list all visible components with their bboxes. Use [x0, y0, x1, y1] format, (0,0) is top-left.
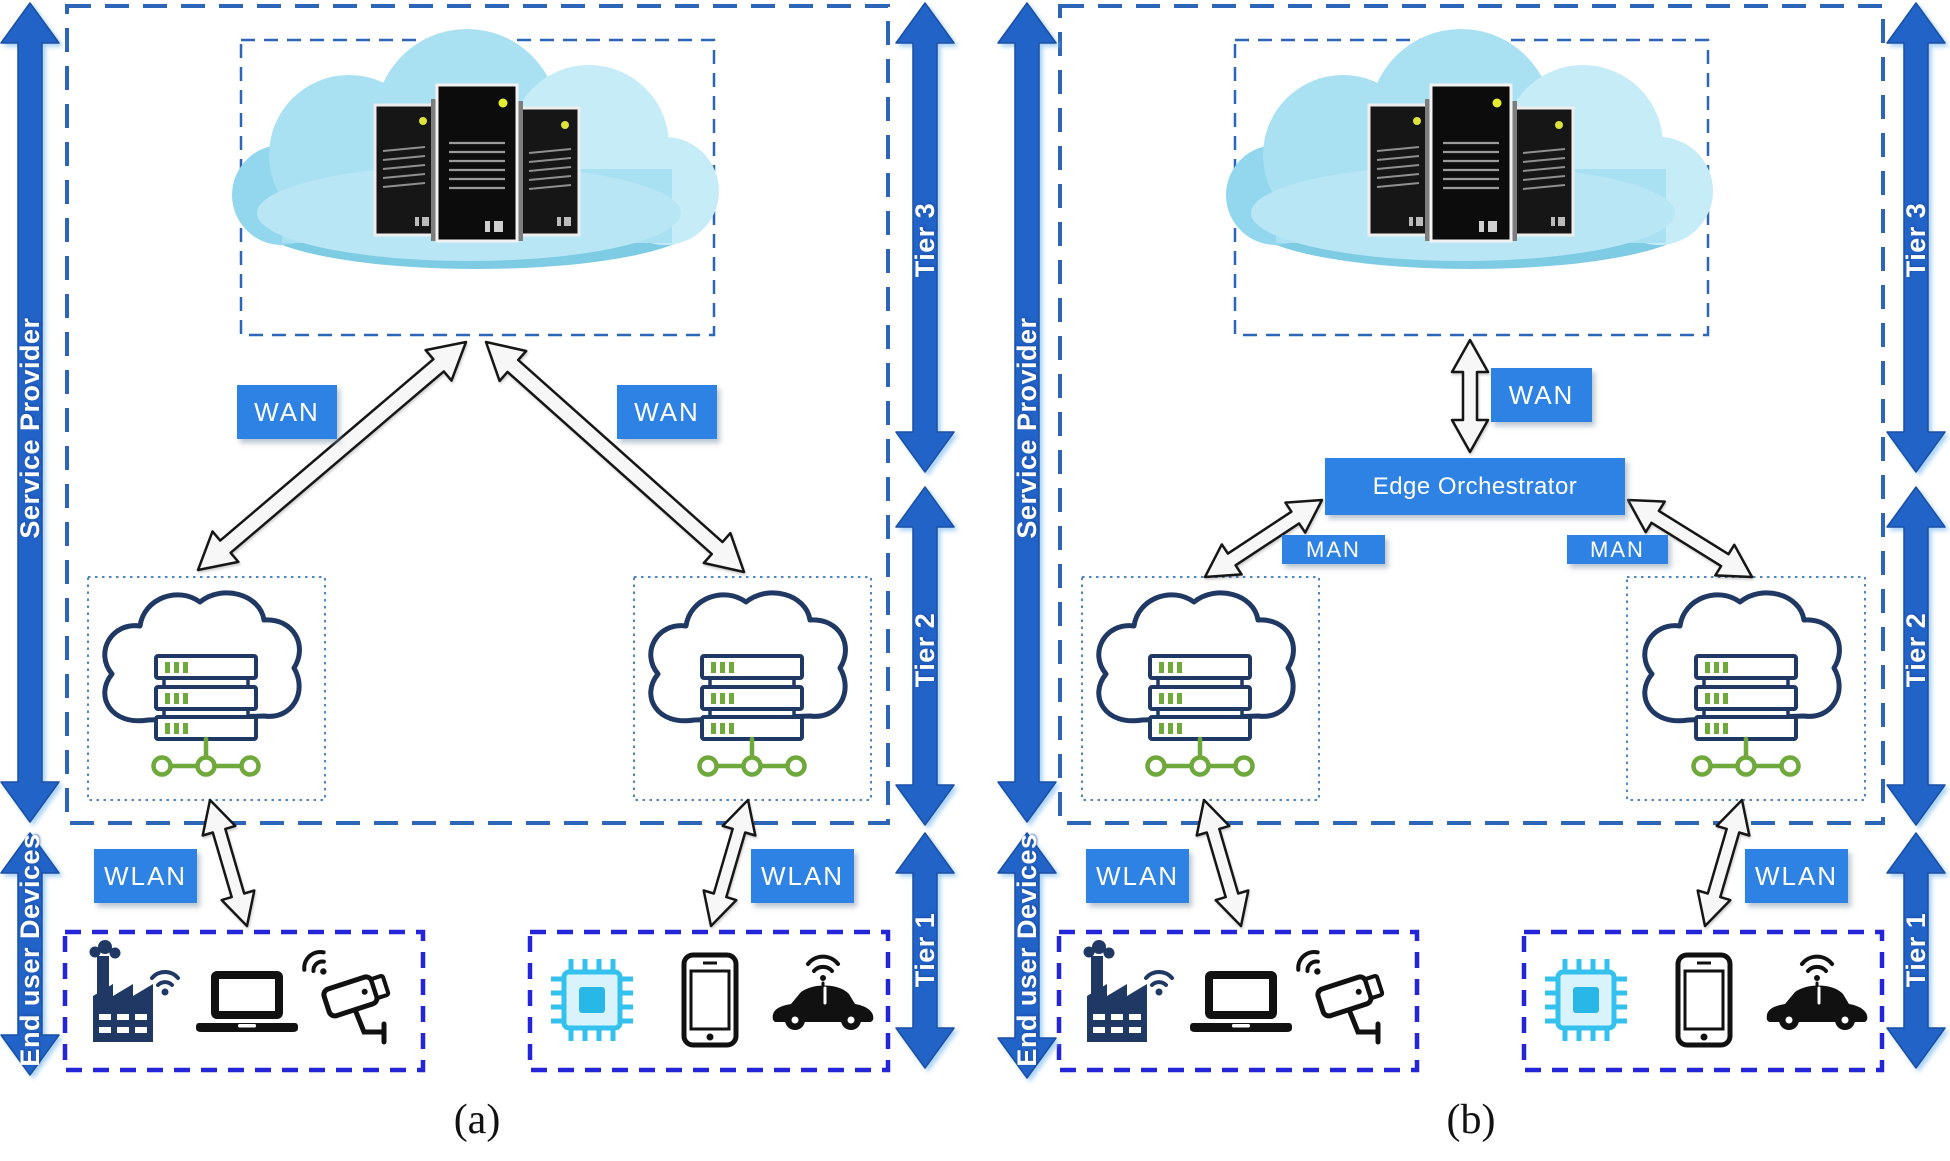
- wan-link-a-right: [484, 340, 746, 574]
- laptop-icon-a: [196, 971, 298, 1032]
- end-user-devices-arrow-b: [997, 832, 1057, 1079]
- service-provider-arrow-b: [997, 2, 1057, 823]
- end-user-devices-label-a: End user Devices: [14, 833, 45, 1067]
- cctv-camera-icon-b: [1294, 947, 1384, 1042]
- tier1-devices-box-b-right: [1521, 929, 1885, 1073]
- wan-link-a-left: [196, 340, 468, 572]
- edge-orchestrator-box: Edge Orchestrator: [1325, 458, 1625, 515]
- man-link-b-left: [1203, 498, 1324, 579]
- edge-cloud-icon-b-right: [1645, 593, 1840, 775]
- service-provider-box-b: [1058, 4, 1885, 825]
- factory-icon-b: [1081, 938, 1174, 1044]
- wan-label-a-right: WAN: [617, 385, 717, 439]
- cloud-datacenter-icon-a: [230, 27, 721, 271]
- wan-label-b: WAN: [1491, 368, 1592, 422]
- wan-label-a-left: WAN: [237, 385, 337, 439]
- wlan-link-a-right: [702, 798, 757, 928]
- tier1-label-a: Tier 1: [909, 912, 940, 988]
- tier1-label-b: Tier 1: [1900, 912, 1931, 988]
- end-user-devices-label-b: End user Devices: [1011, 833, 1042, 1067]
- tier1-devices-box-a-left: [62, 929, 426, 1073]
- man-link-b-right: [1626, 498, 1754, 579]
- tier2-label-b: Tier 2: [1900, 612, 1931, 688]
- microchip-icon-b: [1545, 959, 1627, 1041]
- tier1-devices-box-b-left: [1056, 929, 1420, 1073]
- wan-link-b: [1450, 338, 1490, 454]
- smartphone-icon-b: [1678, 955, 1730, 1045]
- microchip-icon-a: [551, 959, 633, 1041]
- wlan-link-b-right: [1696, 798, 1751, 928]
- service-provider-box-a: [65, 4, 890, 825]
- tier2-label-a: Tier 2: [909, 612, 940, 688]
- service-provider-label-a: Service Provider: [14, 317, 45, 539]
- tier3-label-a: Tier 3: [909, 202, 940, 278]
- service-provider-label-b: Service Provider: [1011, 317, 1042, 539]
- wlan-link-b-left: [1195, 798, 1250, 928]
- tier2-arrow-a: [895, 486, 955, 826]
- wlan-label-a-right: WLAN: [751, 849, 854, 903]
- cloud-datacenter-icon-b: [1224, 27, 1715, 271]
- laptop-icon-b: [1190, 971, 1292, 1032]
- wlan-label-a-left: WLAN: [94, 849, 197, 903]
- tier1-devices-box-a-right: [527, 929, 891, 1073]
- tier3-label-b: Tier 3: [1900, 202, 1931, 278]
- connected-car-icon-a: [770, 954, 876, 1032]
- service-provider-arrow-a: [0, 2, 60, 823]
- factory-icon-a: [87, 938, 180, 1044]
- man-label-b-right: MAN: [1567, 535, 1668, 564]
- caption-a: (a): [453, 1097, 501, 1143]
- tier1-arrow-a: [895, 832, 955, 1069]
- connected-car-icon-b: [1764, 954, 1870, 1032]
- tier3-arrow-a: [895, 2, 955, 473]
- tier2-arrow-b: [1886, 486, 1946, 826]
- man-label-b-left: MAN: [1282, 535, 1385, 564]
- wlan-label-b-right: WLAN: [1745, 849, 1848, 903]
- wlan-label-b-left: WLAN: [1086, 849, 1189, 903]
- caption-b: (b): [1446, 1097, 1496, 1143]
- smartphone-icon-a: [684, 955, 736, 1045]
- cctv-camera-icon-a: [300, 947, 390, 1042]
- tier1-arrow-b: [1886, 832, 1946, 1069]
- wlan-link-a-left: [201, 798, 256, 928]
- tier3-arrow-b: [1886, 2, 1946, 473]
- edge-cloud-icon-a-left: [105, 593, 300, 775]
- edge-cloud-icon-a-right: [651, 593, 846, 775]
- end-user-devices-arrow-a: [0, 832, 60, 1076]
- edge-cloud-icon-b-left: [1099, 593, 1294, 775]
